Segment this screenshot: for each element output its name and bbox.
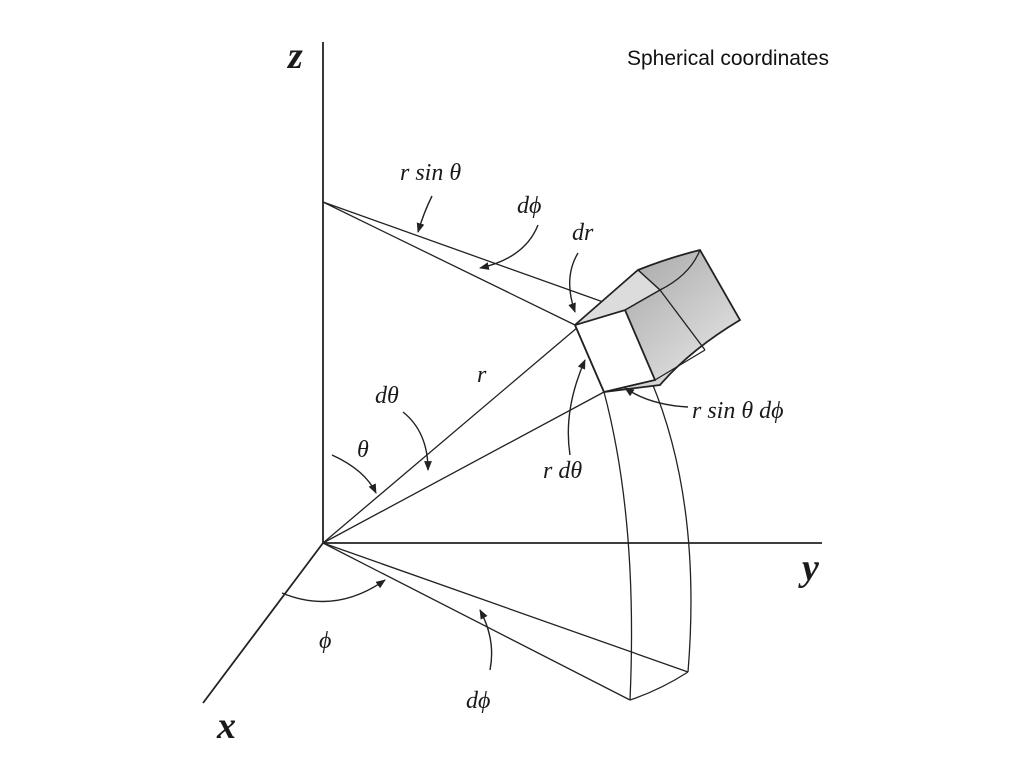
- x-axis-line: [202, 542, 324, 704]
- d-theta-arrow: [402, 411, 432, 471]
- meridian-arc-1: [603, 391, 633, 701]
- box-edge-2: [659, 289, 706, 351]
- r-sin-theta-label: r sin θ: [400, 160, 461, 186]
- meridian-arc-2: [649, 377, 692, 673]
- r-line: [322, 326, 579, 544]
- phi-label: ϕ: [319, 628, 331, 654]
- y-axis-label: y: [798, 547, 819, 589]
- x-axis-label: x: [216, 705, 236, 747]
- d-theta-label: dθ: [375, 383, 399, 409]
- slide-title: Spherical coordinates: [627, 47, 829, 70]
- d-phi-bottom-label: dϕ: [466, 688, 490, 714]
- dr-arrow: [568, 252, 579, 313]
- base-arc: [629, 671, 689, 701]
- d-phi-top-arrow: [479, 224, 539, 270]
- axes: [202, 42, 822, 704]
- d-phi-top-label: dϕ: [517, 193, 541, 219]
- sphere-arcs: [603, 377, 692, 701]
- theta-arrow: [331, 454, 377, 494]
- xy-projection-line-2: [322, 542, 689, 673]
- r-sin-theta-arrow: [416, 195, 433, 233]
- r-sin-theta-line-dphi: [322, 201, 621, 309]
- theta-label: θ: [357, 437, 369, 463]
- r-sin-theta-dphi-arrow: [624, 387, 689, 408]
- r-sin-theta-line: [322, 201, 576, 326]
- r-dtheta-arrow: [567, 359, 586, 456]
- box-edge-3: [654, 349, 706, 381]
- z-axis-label: z: [286, 35, 303, 77]
- r-line-dtheta: [322, 391, 605, 544]
- box-edge-1: [659, 249, 701, 291]
- r-sin-theta-dphi-label: r sin θ dϕ: [692, 398, 784, 424]
- volume-element-box: [573, 248, 742, 394]
- r-dtheta-label: r dθ: [543, 458, 582, 484]
- r-label: r: [477, 362, 487, 388]
- xy-projection-line-1: [322, 542, 631, 701]
- phi-arrow: [281, 579, 386, 603]
- d-phi-bottom-arrow: [479, 609, 493, 671]
- radius-lines: [322, 326, 605, 544]
- lower-projection-lines: [322, 542, 689, 701]
- annotation-arrows: [281, 195, 689, 671]
- dr-label: dr: [572, 220, 594, 246]
